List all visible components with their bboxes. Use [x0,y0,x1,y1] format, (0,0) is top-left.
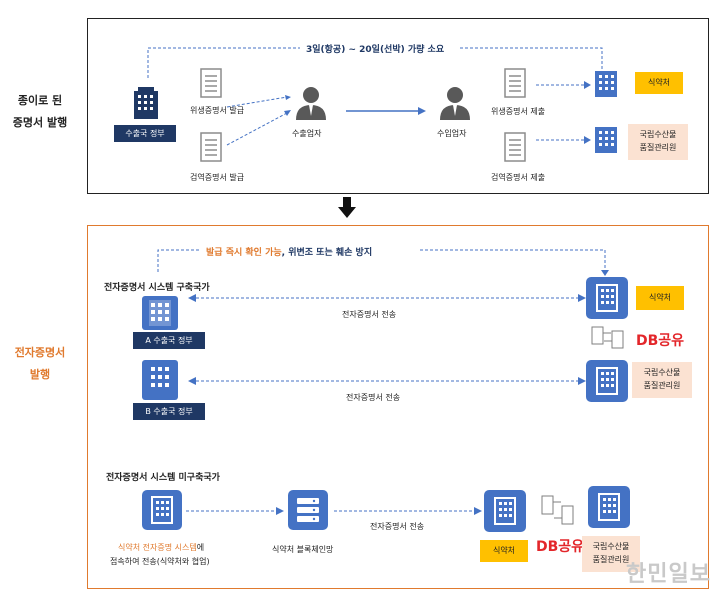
building-icon [595,127,617,153]
blockchain-label: 식약처 블록체인망 [272,545,334,554]
dashed-arrows-to-agencies [536,81,591,144]
dashed-arrow [186,507,284,515]
mfds-system-tile [142,490,182,530]
solid-arrow [346,107,426,115]
quarantine-issue-label: 검역증명서 발급 [190,173,245,182]
unbuilt-countries-header: 전자증명서 시스템 미구축국가 [106,473,220,483]
transfer-arrow-2 [188,377,586,385]
mfds-system-orange: 식약처 전자증명 시스템 [118,543,197,552]
importer-person-icon [440,87,470,120]
document-icon [504,68,526,98]
document-icon [504,132,526,162]
importer-label: 수입업자 [437,129,467,138]
quarantine-submit-label: 검역증명서 제출 [491,173,546,182]
transfer-label-3: 전자증명서 전송 [370,522,425,531]
hygiene-submit-label: 위생증명서 제출 [491,107,546,116]
paper-panel [87,18,709,194]
building-icon [596,367,618,395]
blockchain-tile [288,490,328,530]
nfqs-tile [586,360,628,402]
db-share-label-2: DB공유 [536,539,585,555]
exporting-gov-label: 수출국 정부 [114,125,176,142]
building-icon [596,284,618,312]
building-icon [151,496,173,524]
mfds-box: 식약처 [635,72,683,94]
electronic-section-label: 전자증명서 발행 [14,346,66,381]
mfds-box-2: 식약처 [480,540,528,562]
exporter-label: 수출업자 [292,129,322,138]
mfds-tile-2 [484,490,526,532]
duration-note: 3일(항공) ~ 20일(선박) 가량 소요 [306,45,445,55]
transfer-label-1: 전자증명서 전송 [342,310,397,319]
gov-b-label: B 수출국 정부 [133,403,205,420]
nfqs-tile-2 [588,486,630,528]
electronic-dashed-connector [157,249,609,276]
down-arrow-icon [338,197,356,218]
mfds-tile [586,277,628,319]
nfqs-box: 국립수산물 품질관리원 [628,124,688,160]
exporter-person-icon [296,87,326,120]
mfds-box-built: 식약처 [636,286,684,310]
publisher-watermark: 한민일보 [626,562,711,587]
db-share-icon [591,326,624,349]
building-icon [598,493,620,521]
transfer-label-2: 전자증명서 전송 [346,393,401,402]
paper-section-label: 종이로 된 증명서 발행 [12,94,68,129]
document-icon [200,68,222,98]
db-share-label: DB공유 [636,333,685,349]
mfds-system-line1: 식약처 전자증명 시스템에 [118,542,204,553]
hygiene-issue-label: 위생증명서 발급 [190,106,245,115]
nfqs-box-2: 국립수산물 품질관리원 [582,536,640,572]
building-icon [494,497,516,525]
building-icon [134,87,158,119]
building-icon [142,360,178,400]
mfds-system-suffix: 에 [196,543,205,552]
mfds-system-line2: 접속하여 전송(식약처와 협업) [110,557,210,566]
transfer-arrow-1 [188,294,586,302]
gov-a-label: A 수출국 정부 [133,332,205,349]
server-icon [297,498,319,522]
document-icon [200,132,222,162]
building-icon [142,296,178,330]
dashed-arrows-to-exporter [226,95,291,146]
building-icon [595,71,617,97]
db-share-icon [541,495,574,525]
electronic-panel [87,225,709,589]
electronic-top-note: 발급 즉시 확인 가능, 위변조 또는 훼손 방지 [206,245,372,258]
nfqs-box-built: 국립수산물 품질관리원 [632,362,692,398]
top-note-orange: 발급 즉시 확인 가능 [206,248,282,258]
dashed-arrow [334,507,482,515]
built-countries-header: 전자증명서 시스템 구축국가 [104,283,210,293]
top-note-dark: , 위변조 또는 훼손 방지 [281,248,373,258]
